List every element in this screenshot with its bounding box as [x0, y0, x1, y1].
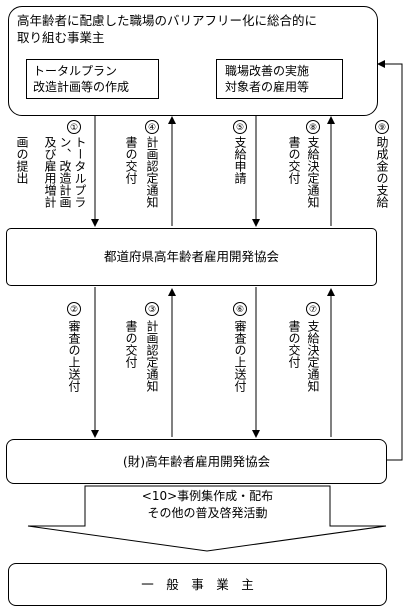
step-3-number: ③: [145, 302, 159, 316]
step-8-col2: 書の交付: [287, 136, 301, 184]
step-2-col1: 審査の上送付: [67, 320, 81, 392]
step-3-col1: 計画認定通知: [145, 320, 159, 392]
step-6-number: ⑥: [233, 302, 247, 316]
top-box-title-line2: 取り組む事業主: [17, 30, 105, 45]
step-7-number: ⑦: [306, 302, 320, 316]
step-1-col1: トータルプラ: [73, 136, 87, 208]
arrow-step-9: [377, 60, 403, 461]
national-association-box: (財)高年齢者雇用開発協会: [6, 439, 387, 484]
step-4-col2: 書の交付: [124, 136, 138, 184]
step-3-col2: 書の交付: [124, 320, 138, 368]
step-4-number: ④: [145, 120, 159, 134]
step-6-col1: 審査の上送付: [233, 320, 247, 392]
prefectural-association-box: 都道府県高年齢者雇用開発協会: [6, 228, 377, 286]
inner-box-impl-line1: 職場改善の実施: [225, 64, 310, 78]
step-8-col1: 支給決定通知: [306, 136, 320, 208]
step-7-col1: 支給決定通知: [306, 320, 320, 392]
inner-box-plan: トータルプラン 改造計画等の作成: [26, 59, 159, 99]
step-1-col4: 画の提出: [15, 136, 29, 184]
inner-box-plan-line1: トータルプラン: [33, 64, 118, 78]
step-8-number: ⑧: [306, 120, 320, 134]
big-arrow-text-line1: <10>事例集作成・配布: [141, 489, 274, 503]
inner-box-implementation: 職場改善の実施 対象者の雇用等: [216, 59, 343, 99]
step-1-col2: ン、改造計画: [58, 136, 72, 208]
top-box: 高年齢者に配慮した職場のバリアフリー化に総合的に 取り組む事業主 トータルプラン…: [8, 6, 378, 116]
step-9-col1: 助成金の支給: [375, 136, 389, 208]
step-7-col2: 書の交付: [287, 320, 301, 368]
step-5-col1: 支給申請: [233, 136, 247, 184]
step-2-number: ②: [67, 302, 81, 316]
step-9-number: ⑨: [375, 120, 389, 134]
inner-box-impl-line2: 対象者の雇用等: [225, 80, 310, 94]
big-down-arrow: [27, 485, 387, 552]
top-box-title-line1: 高年齢者に配慮した職場のバリアフリー化に総合的に: [17, 13, 318, 28]
big-arrow-text-line2: その他の普及啓発活動: [147, 506, 268, 520]
step-1-number: ①: [67, 120, 81, 134]
national-association-label: (財)高年齢者雇用開発協会: [122, 454, 271, 469]
general-employer-box: 一 般 事 業 主: [8, 563, 387, 606]
inner-box-plan-line2: 改造計画等の作成: [33, 80, 130, 94]
step-4-col1: 計画認定通知: [145, 136, 159, 208]
step-1-col3: 及び雇用増計: [43, 136, 57, 208]
prefectural-association-label: 都道府県高年齢者雇用開発協会: [103, 249, 279, 264]
step-5-number: ⑤: [233, 120, 247, 134]
general-employer-label: 一 般 事 業 主: [141, 577, 254, 592]
